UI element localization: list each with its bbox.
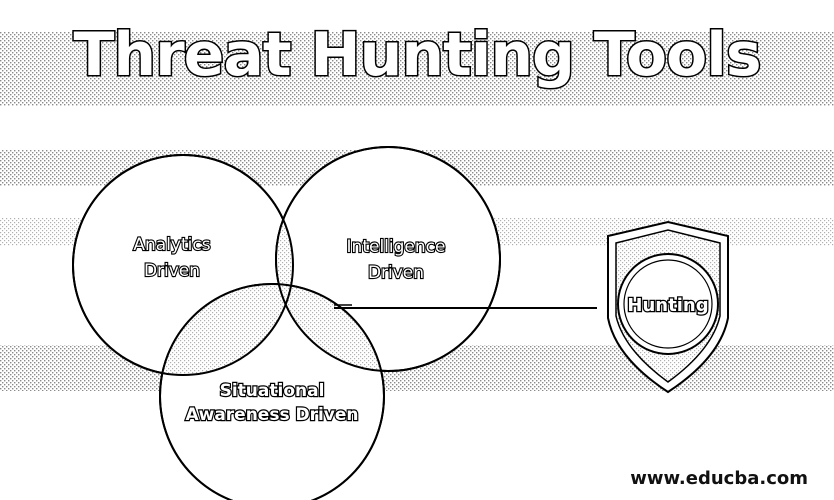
- intelligence-circle-outline: [275, 146, 501, 372]
- shield-icon: [607, 220, 729, 394]
- hunting-label: Hunting: [627, 295, 708, 316]
- intelligence-label-line1: Intelligence: [347, 237, 446, 257]
- intelligence-label-line2: Driven: [368, 263, 424, 283]
- background-stripe-top: [0, 32, 834, 106]
- analytics-label-line2: Driven: [144, 261, 200, 281]
- source-url[interactable]: www.educba.com: [630, 468, 808, 489]
- situational-label-line1: Situational: [220, 381, 325, 401]
- overlap-intelligence-situational: [276, 284, 384, 371]
- analytics-circle-outline: [72, 154, 294, 376]
- situational-circle-outline: [159, 283, 385, 500]
- overlap-analytics-situational: [160, 284, 293, 375]
- page-title: Threat Hunting Tools: [73, 20, 760, 90]
- analytics-label-line1: Analytics: [133, 235, 210, 255]
- situational-label-line2: Awareness Driven: [185, 405, 358, 425]
